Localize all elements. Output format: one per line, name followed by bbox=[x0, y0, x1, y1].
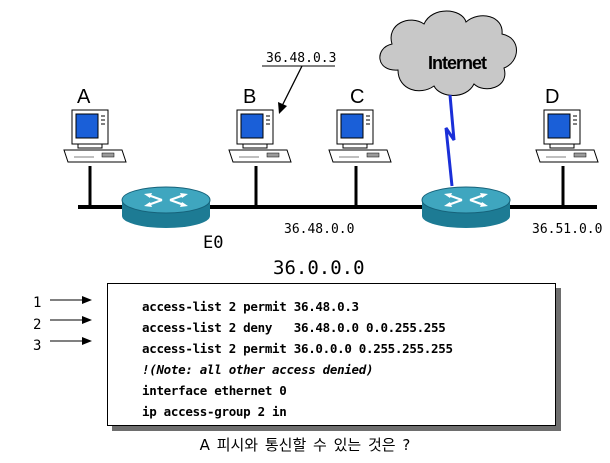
host-d-label: D bbox=[545, 86, 559, 108]
pc-c-icon bbox=[328, 109, 392, 163]
host-a-label: A bbox=[77, 86, 91, 108]
host-b-label: B bbox=[243, 86, 256, 108]
step-arrow-3 bbox=[50, 337, 92, 345]
b-address-arrowhead bbox=[278, 102, 287, 114]
config-line-1: access-list 2 permit 36.48.0.3 bbox=[142, 299, 359, 314]
config-line-3: access-list 2 permit 36.0.0.0 0.255.255.… bbox=[142, 341, 453, 356]
subnet-left-label: 36.48.0.0 bbox=[284, 222, 354, 237]
router-left-icon bbox=[120, 185, 212, 230]
config-line-2: access-list 2 deny 36.48.0.0 0.0.255.255 bbox=[142, 320, 446, 335]
acl-config-box: access-list 2 permit 36.48.0.3 access-li… bbox=[107, 283, 556, 426]
config-line-4: !(Note: all other access denied) bbox=[142, 362, 374, 377]
config-line-5: interface ethernet 0 bbox=[142, 383, 287, 398]
step-number-2: 2 bbox=[33, 317, 41, 333]
pc-a-icon bbox=[63, 109, 127, 163]
b-address-arrow bbox=[280, 65, 303, 109]
step-number-3: 3 bbox=[33, 338, 41, 354]
question-text: A 피시와 통신할 수 있는 것은 ? bbox=[199, 436, 411, 454]
interface-e0-label: E0 bbox=[203, 233, 223, 253]
step-arrow-1 bbox=[50, 296, 92, 304]
serial-link-bolt bbox=[444, 94, 456, 187]
pc-b-icon bbox=[228, 109, 292, 163]
b-address-label: 36.48.0.3 bbox=[266, 51, 336, 66]
subnet-right-label: 36.51.0.0 bbox=[532, 222, 602, 237]
step-number-1: 1 bbox=[33, 295, 41, 311]
config-line-6: ip access-group 2 in bbox=[142, 404, 287, 419]
internet-cloud-icon bbox=[379, 10, 517, 96]
network-label: 36.0.0.0 bbox=[273, 257, 365, 279]
step-arrow-2 bbox=[50, 316, 92, 324]
host-c-label: C bbox=[350, 86, 364, 108]
router-right-icon bbox=[420, 185, 512, 230]
pc-d-icon bbox=[535, 109, 599, 163]
internet-label: Internet bbox=[428, 53, 487, 73]
